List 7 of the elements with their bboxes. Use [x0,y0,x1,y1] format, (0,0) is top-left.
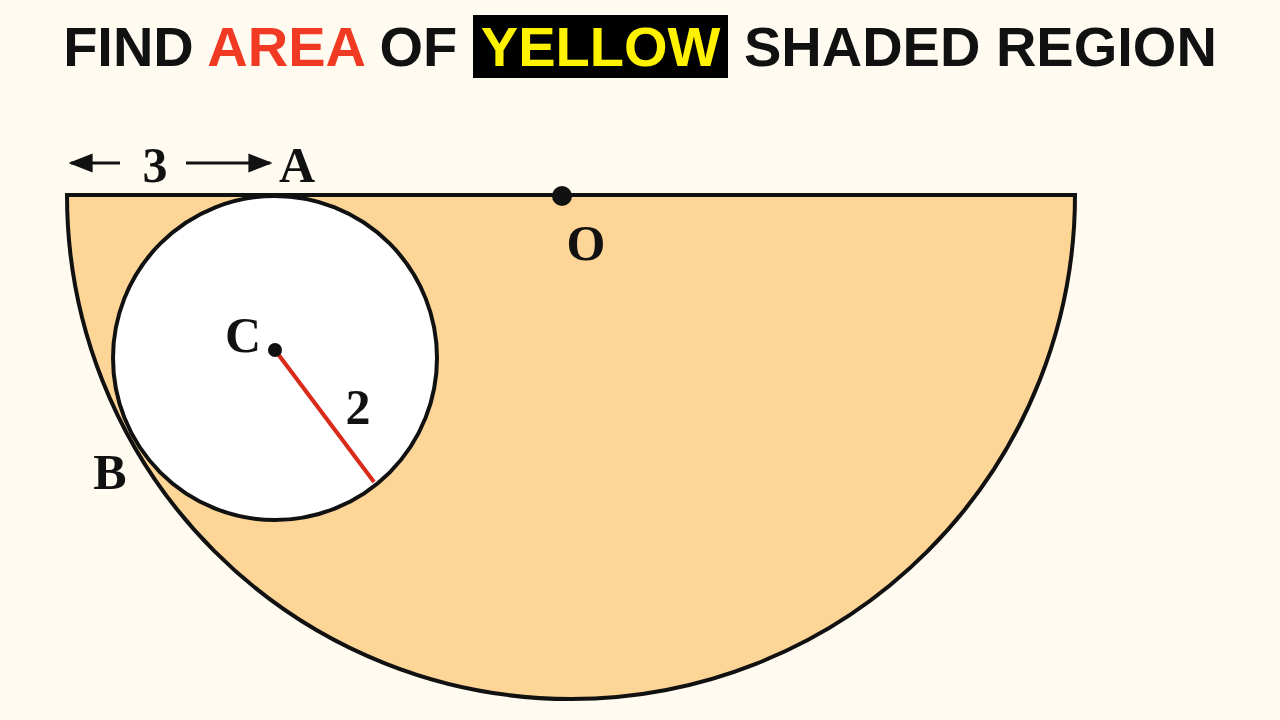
point-label: A [278,140,316,190]
point-label: C [224,310,262,360]
title: FIND AREA OF YELLOW SHADED REGION [62,14,1218,79]
point-label: O [566,218,606,268]
point-label: B [93,447,127,497]
length-label: 2 [345,382,371,432]
dimension-label: 3 [142,140,168,190]
